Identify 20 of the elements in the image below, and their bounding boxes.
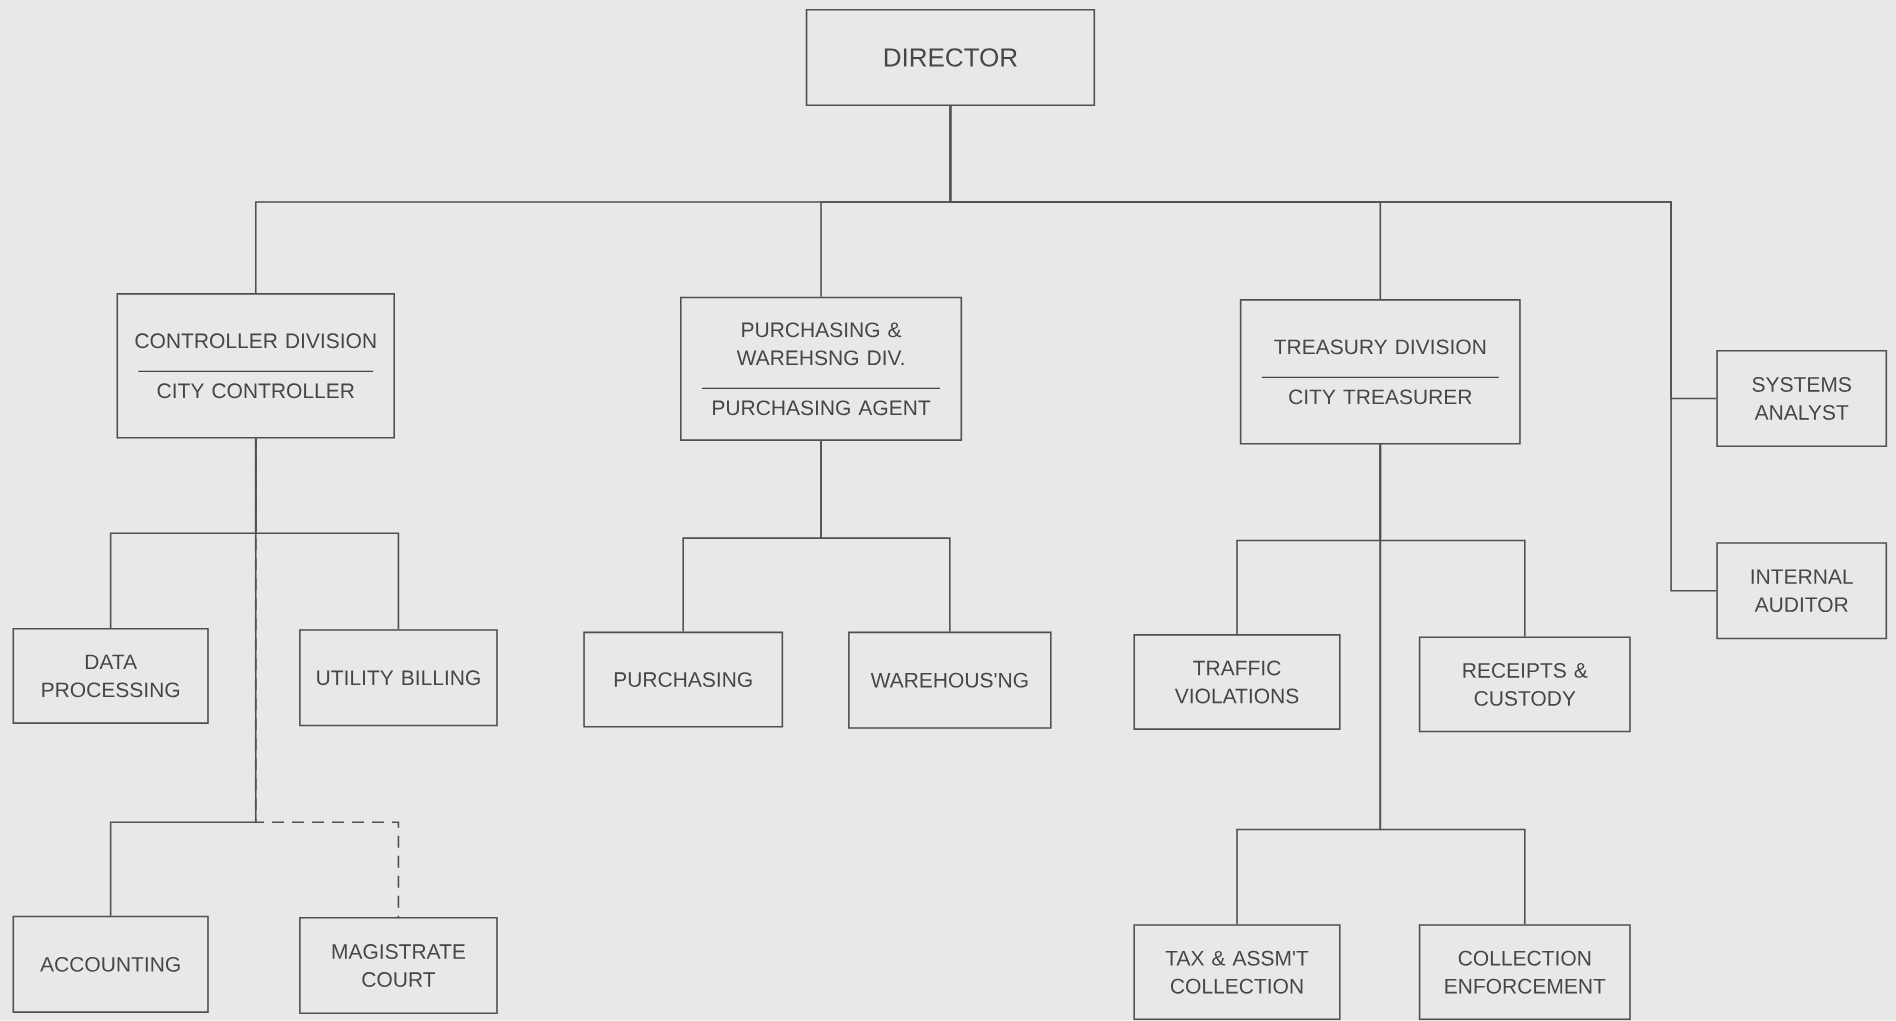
unit-box: RECEIPTS & CUSTODY: [1418, 636, 1631, 733]
division-box: TREASURY DIVISION CITY TREASURER: [1239, 299, 1521, 445]
connector-line: [949, 105, 1718, 592]
unit-box: UTILITY BILLING: [299, 629, 498, 727]
unit-box: DATA PROCESSING: [12, 628, 209, 725]
unit-box: ACCOUNTING: [12, 916, 209, 1014]
unit-box: WAREHOUS'NG: [848, 631, 1052, 729]
division-box: PURCHASING & WAREHSNG DIV. PURCHASING AGENT: [680, 296, 963, 442]
unit-box: COLLECTION ENFORCEMENT: [1418, 924, 1631, 1021]
unit-box: MAGISTRATE COURT: [299, 917, 498, 1015]
connector-line: [1379, 444, 1526, 926]
unit-box: PURCHASING: [583, 631, 784, 728]
division-box: CONTROLLER DIVISION CITY CONTROLLER: [116, 293, 395, 439]
unit-box: DIRECTOR: [805, 9, 1096, 107]
unit-box: SYSTEMS ANALYST: [1716, 350, 1888, 448]
unit-box: INTERNAL AUDITOR: [1716, 542, 1888, 640]
unit-box: TAX & ASSM'T COLLECTION: [1133, 924, 1341, 1021]
connector-line: [254, 437, 400, 918]
connector-line: [820, 440, 951, 633]
unit-box: TRAFFIC VIOLATIONS: [1133, 634, 1341, 731]
